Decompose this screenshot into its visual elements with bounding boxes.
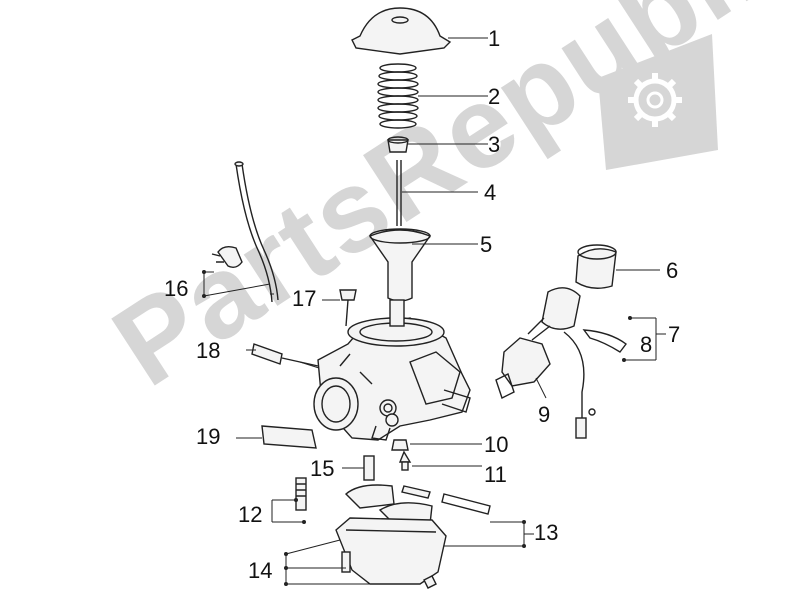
- part-float-bowl: [335, 517, 447, 589]
- callout-10: 10: [484, 432, 509, 457]
- callout-4: 4: [484, 180, 497, 205]
- callout-6: 6: [666, 258, 679, 283]
- part-choke: [527, 287, 596, 439]
- callout-11: 11: [484, 462, 507, 487]
- part-sleeve: [575, 244, 660, 289]
- callout-13: 13: [534, 520, 559, 545]
- callout-3: 3: [488, 132, 501, 157]
- bracket-7-8: [622, 316, 666, 362]
- callout-17: 17: [292, 286, 317, 311]
- part-cap: [351, 7, 488, 55]
- part-retainer: [387, 136, 488, 153]
- watermark-gear-icon: [598, 34, 718, 170]
- bracket-16: [202, 270, 271, 298]
- part-throttle-lever: [495, 337, 551, 399]
- part-jet: [391, 439, 482, 451]
- part-slide: [368, 228, 478, 302]
- part-screw-17: [322, 289, 357, 327]
- bracket-14: [284, 539, 420, 586]
- callout-16: 16: [164, 276, 189, 301]
- callout-1: 1: [488, 26, 501, 51]
- callout-8: 8: [640, 332, 653, 357]
- part-carburetor-body: [313, 299, 471, 441]
- callout-14: 14: [248, 558, 273, 583]
- bracket-13: [430, 520, 534, 548]
- callout-5: 5: [480, 232, 493, 257]
- callout-18: 18: [196, 338, 221, 363]
- part-hose: [211, 161, 279, 303]
- callout-7: 7: [668, 322, 681, 347]
- callout-12: 12: [238, 502, 263, 527]
- bracket-12: [271, 498, 306, 524]
- part-float-needle: [398, 450, 482, 471]
- part-gasket: [236, 425, 317, 449]
- callout-2: 2: [488, 84, 501, 109]
- callout-19: 19: [196, 424, 221, 449]
- part-clip: [582, 329, 627, 353]
- part-emulsion-tube: [342, 455, 375, 481]
- callout-15: 15: [310, 456, 335, 481]
- part-pilot-jet: [295, 477, 307, 511]
- part-needle: [396, 160, 478, 226]
- callout-9: 9: [538, 402, 551, 427]
- part-spring: [377, 63, 488, 129]
